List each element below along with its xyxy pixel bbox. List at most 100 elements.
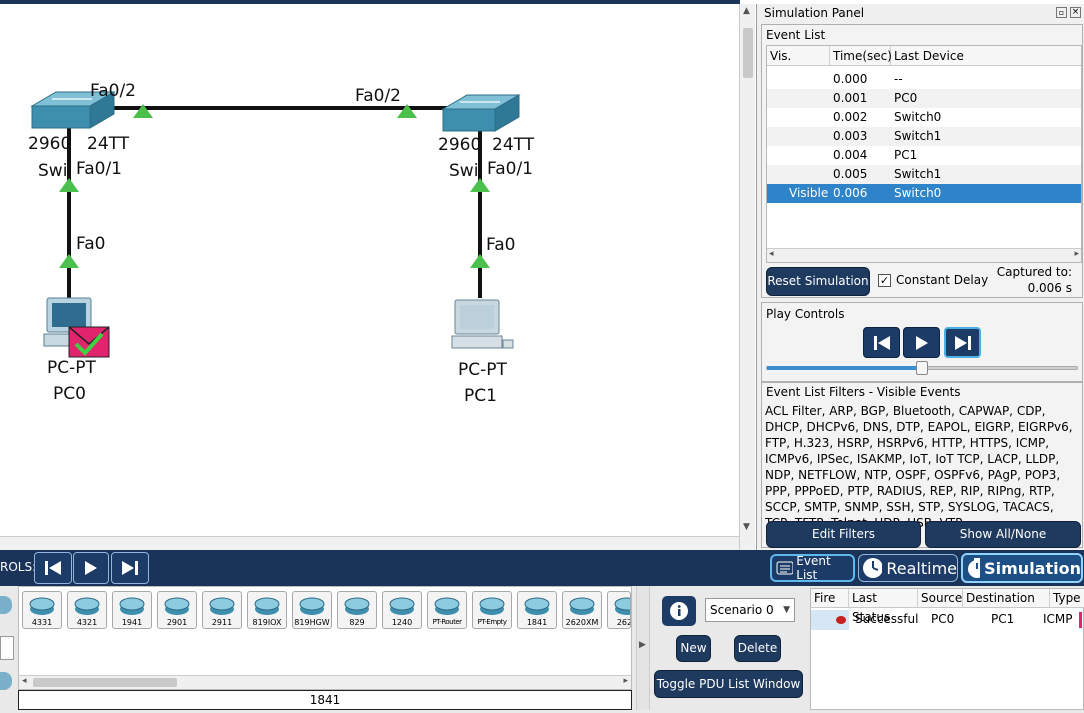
device-pt-empty[interactable]: PT-Empty — [472, 591, 512, 629]
category-icon[interactable] — [0, 672, 12, 690]
table-row[interactable]: Successful PC0 PC1 ICMP — [811, 610, 1083, 630]
table-row[interactable]: 0.001 PC0 — [767, 89, 1081, 108]
row-device: Switch0 — [894, 186, 942, 200]
switch0-model-label-a: 2960 — [28, 134, 72, 154]
fire-cell[interactable] — [811, 610, 849, 630]
col-time[interactable]: Time(sec) — [830, 46, 892, 66]
float-icon[interactable]: ▫ — [1056, 7, 1067, 18]
device-1941[interactable]: 1941 — [112, 591, 152, 629]
device-1841[interactable]: 1841 — [517, 591, 557, 629]
logical-workspace[interactable]: Fa0/2 Fa0/2 2960 24TT Swi Fa0/1 2960 24T… — [0, 4, 740, 536]
pc1-type-label: PC-PT — [458, 360, 507, 380]
scenario-select[interactable]: Scenario 0 ▼ — [705, 598, 795, 622]
delete-pdu-button[interactable]: Delete — [734, 635, 781, 662]
col-source[interactable]: Source — [918, 589, 963, 608]
topology-canvas — [30, 91, 521, 358]
scroll-right-icon[interactable]: ▸ — [623, 676, 628, 686]
play-button[interactable] — [903, 327, 940, 358]
scroll-thumb[interactable] — [33, 678, 177, 687]
captured-to-value: 0.006 s — [1027, 281, 1072, 295]
step-forward-icon — [954, 335, 971, 350]
toggle-pdu-list-button[interactable]: Toggle PDU List Window — [654, 670, 803, 698]
scroll-up-icon[interactable]: ▲ — [743, 6, 750, 16]
switch1-model-label-a: 2960 — [438, 135, 482, 155]
table-row[interactable]: 0.004 PC1 — [767, 146, 1081, 165]
row-device: PC0 — [894, 91, 918, 105]
device-list-scrollbar[interactable]: ◂ ▸ — [19, 675, 631, 689]
speed-slider-handle[interactable] — [916, 361, 928, 375]
table-row-selected[interactable]: Visible 0.006 Switch0 — [767, 184, 1081, 203]
scroll-left-icon[interactable]: ◂ — [769, 249, 774, 259]
close-icon[interactable]: × — [1070, 7, 1081, 18]
device-4331[interactable]: 4331 — [22, 591, 62, 629]
event-list-toggle-button[interactable]: Event List — [770, 554, 855, 582]
col-fire[interactable]: Fire — [811, 589, 849, 608]
table-row[interactable]: 0.002 Switch0 — [767, 108, 1081, 127]
realtime-label: Realtime — [886, 558, 957, 578]
simulation-mode-button[interactable]: Simulation — [961, 553, 1083, 583]
event-list-table: Vis. Time(sec) Last Device 0.000 -- 0.00… — [766, 45, 1082, 263]
simulation-panel: Simulation Panel ▫ × Event List Vis. Tim… — [756, 4, 1084, 550]
captured-to-label: Captured to: — [996, 265, 1072, 279]
col-vis[interactable]: Vis. — [767, 46, 830, 66]
switch1-downlink-label: Fa0/1 — [487, 159, 533, 179]
scroll-left-icon[interactable]: ◂ — [22, 676, 27, 686]
simulation-label: Simulation — [984, 558, 1081, 578]
step-forward-button[interactable] — [944, 327, 981, 358]
bottom-step-back-button[interactable] — [34, 552, 72, 584]
pc0-type-label: PC-PT — [47, 358, 96, 378]
device-label: 1941 — [121, 618, 143, 627]
bottom-play-button[interactable] — [73, 552, 109, 584]
row-status: Successful — [855, 612, 919, 626]
expand-arrow-icon[interactable]: ▶ — [639, 640, 646, 650]
step-back-button[interactable] — [863, 327, 900, 358]
device-819iox[interactable]: 819IOX — [247, 591, 287, 629]
table-row[interactable]: 0.003 Switch1 — [767, 127, 1081, 146]
device-829[interactable]: 829 — [337, 591, 377, 629]
play-controls-title: Play Controls — [766, 307, 845, 321]
new-pdu-button[interactable]: New — [676, 635, 711, 662]
clock-icon — [863, 558, 883, 578]
reset-simulation-button[interactable]: Reset Simulation — [766, 267, 870, 296]
bottom-toolbar: ROLS: Event List Realtime Simulation — [0, 550, 1084, 586]
device-2621[interactable]: 2621 — [607, 591, 631, 629]
device-label: PT-Empty — [477, 618, 507, 626]
col-type[interactable]: Type — [1050, 589, 1084, 608]
scroll-right-icon[interactable]: ▸ — [1074, 249, 1079, 259]
row-vis: Visible — [789, 186, 829, 200]
info-button[interactable] — [662, 596, 696, 626]
switch1-name-label: Swi — [449, 161, 479, 181]
device-1240[interactable]: 1240 — [382, 591, 422, 629]
scroll-down-icon[interactable]: ▼ — [743, 522, 750, 532]
device-pt-router[interactable]: PT-Router — [427, 591, 467, 629]
scroll-thumb[interactable] — [743, 28, 753, 78]
table-row[interactable]: 0.000 -- — [767, 70, 1081, 89]
panel-splitter[interactable]: ▶ — [636, 586, 650, 710]
workspace-vertical-scrollbar[interactable]: ▲ ▼ — [739, 4, 755, 550]
table-row[interactable]: 0.005 Switch1 — [767, 165, 1081, 184]
row-device: PC1 — [894, 148, 918, 162]
workspace-horizontal-scrollbar[interactable] — [0, 536, 740, 550]
device-2901[interactable]: 2901 — [157, 591, 197, 629]
col-destination[interactable]: Destination — [963, 589, 1050, 608]
pc1-name-label: PC1 — [464, 386, 497, 406]
category-selector[interactable] — [0, 636, 14, 660]
device-819hgw[interactable]: 819HGW — [292, 591, 332, 629]
show-all-none-button[interactable]: Show All/None — [925, 521, 1081, 548]
event-list-horizontal-scrollbar[interactable]: ◂ ▸ — [767, 248, 1081, 262]
category-icon[interactable] — [0, 596, 12, 614]
device-4321[interactable]: 4321 — [67, 591, 107, 629]
edit-filters-button[interactable]: Edit Filters — [766, 521, 921, 548]
realtime-mode-button[interactable]: Realtime — [858, 554, 958, 582]
chevron-down-icon[interactable]: ▼ — [783, 605, 790, 615]
switch0-port-label: Fa0/2 — [90, 81, 136, 101]
switch1-model-label-b: 24TT — [492, 135, 535, 155]
col-last-status[interactable]: Last Status — [849, 589, 918, 624]
col-last-device[interactable]: Last Device — [891, 46, 1081, 66]
device-2911[interactable]: 2911 — [202, 591, 242, 629]
constant-delay-checkbox[interactable]: ✓ — [878, 274, 891, 287]
bottom-step-forward-button[interactable] — [111, 552, 149, 584]
pdu-color-swatch — [1079, 612, 1082, 628]
fire-indicator-icon[interactable] — [836, 616, 846, 624]
device-2620xm[interactable]: 2620XM — [562, 591, 602, 629]
